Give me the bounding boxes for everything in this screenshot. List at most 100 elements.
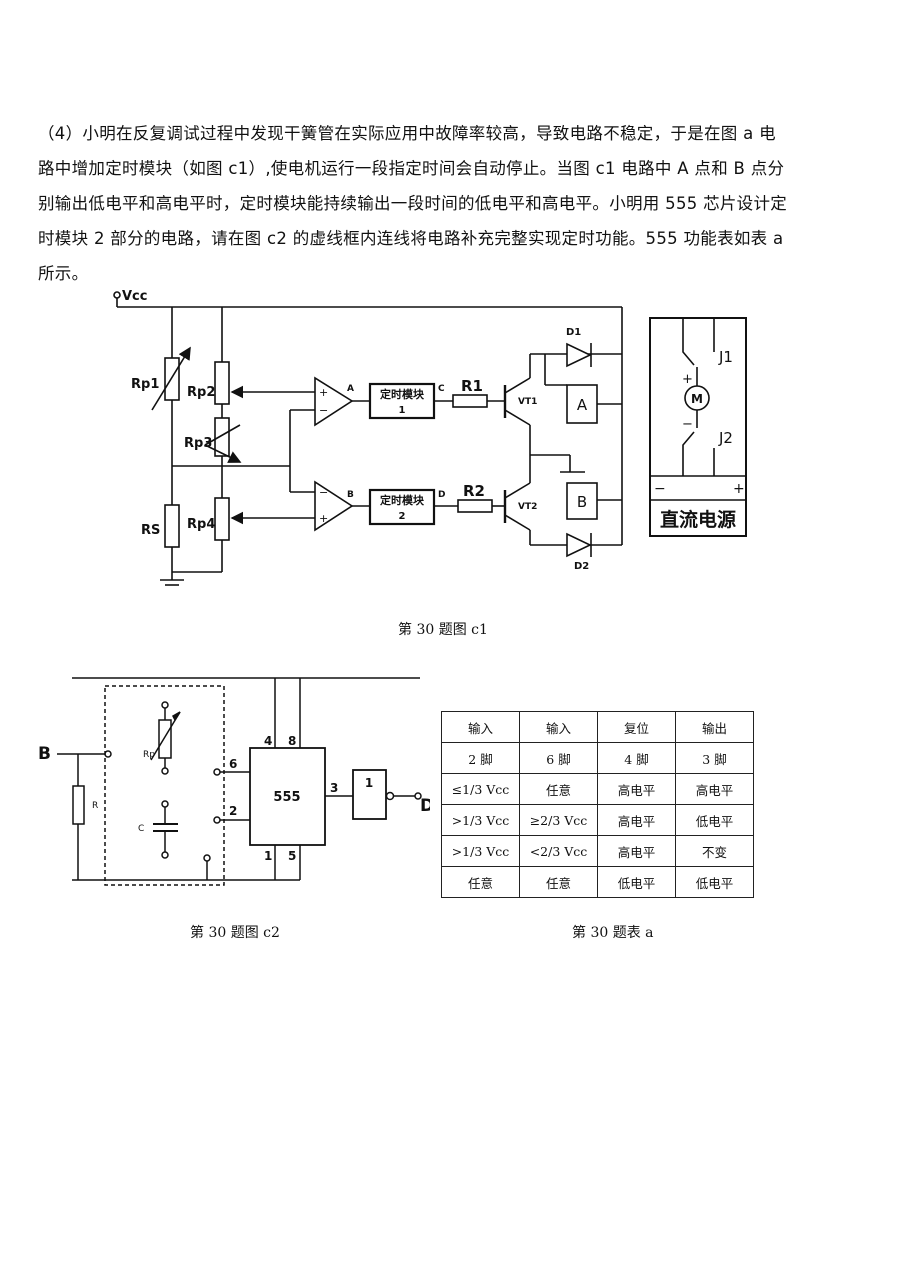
table-cell: 4 脚 [597, 742, 676, 774]
comparator-b-plus: + [319, 512, 328, 525]
point-d-label: D [438, 490, 445, 500]
table-header-cell: 复位 [597, 711, 676, 743]
table-cell: 高电平 [675, 773, 754, 805]
rp1-resistor [164, 357, 180, 401]
pin-4-label: 4 [264, 734, 272, 748]
pin-1-label: 1 [264, 849, 272, 863]
vcc-label: Vcc [122, 289, 147, 304]
table-cell: >1/3 Vcc [441, 835, 520, 867]
chip-555-label: 555 [273, 790, 300, 805]
rp4-label: Rp4 [187, 517, 215, 532]
rp4-resistor [214, 497, 230, 541]
rp1-label: Rp1 [131, 377, 159, 392]
c2-rp-label: Rp [143, 750, 155, 760]
rs-resistor [164, 504, 180, 548]
power-source-label: 直流电源 [660, 508, 736, 531]
rp2-label: Rp2 [187, 385, 215, 400]
timer1-number: 1 [399, 405, 406, 416]
j2-label: J2 [718, 429, 733, 447]
question-line: 路中增加定时模块（如图 c1）,使电机运行一段指定时间会自动停止。当图 c1 电… [38, 159, 785, 178]
r-resistor [72, 785, 85, 825]
comparator-b-minus: − [319, 486, 328, 499]
power-minus-label: − [654, 481, 666, 497]
table-row: 任意 任意 低电平 低电平 [441, 866, 754, 898]
motor-plus-label: + [682, 372, 693, 387]
circuit-figure-c1: Vcc Rp1 Rp2 Rp3 Rp4 RS A B C D + − − + 定… [113, 289, 747, 586]
table-cell: 任意 [441, 866, 520, 898]
question-line: 时模块 2 部分的电路，请在图 c2 的虚线框内连线将电路补充完整实现定时功能。… [38, 229, 784, 248]
comparator-b [314, 480, 354, 532]
timer2-label: 定时模块 [380, 493, 425, 507]
relay-b-label: B [577, 493, 587, 511]
table-cell: <2/3 Vcc [519, 835, 598, 867]
figure-c1-caption: 第 30 题图 c1 [398, 622, 488, 638]
table-cell: 任意 [519, 866, 598, 898]
c2-c-label: C [138, 824, 144, 834]
motor-label: M [691, 392, 703, 406]
table-a-caption: 第 30 题表 a [572, 925, 654, 941]
function-table-555: 输入 输入 复位 输出 2 脚 6 脚 4 脚 3 脚 ≤1/3 Vcc 任意 … [441, 711, 754, 898]
table-row: >1/3 Vcc ≥2/3 Vcc 高电平 低电平 [441, 804, 754, 836]
relay-a-label: A [577, 396, 588, 414]
power-plus-label: + [733, 481, 745, 497]
pin-6-label: 6 [229, 757, 237, 771]
table-cell: 2 脚 [441, 742, 520, 774]
timer-module-2 [368, 488, 436, 526]
r2-resistor [457, 499, 493, 513]
dashed-answer-box [104, 685, 225, 886]
question-line: 别输出低电平和高电平时，定时模块能持续输出一段时间的低电平和高电平。小明用 55… [38, 194, 788, 213]
table-cell: 低电平 [675, 804, 754, 836]
table-cell: >1/3 Vcc [441, 804, 520, 836]
rp3-label: Rp3 [184, 436, 212, 451]
table-cell: 3 脚 [675, 742, 754, 774]
d1-label: D1 [566, 327, 581, 338]
table-row: ≤1/3 Vcc 任意 高电平 高电平 [441, 773, 754, 805]
not-gate [352, 769, 387, 820]
table-row: 2 脚 6 脚 4 脚 3 脚 [441, 742, 754, 774]
power-box [649, 317, 747, 537]
table-cell: 高电平 [597, 835, 676, 867]
table-cell: 高电平 [597, 804, 676, 836]
point-a-label: A [347, 384, 354, 394]
timer1-label: 定时模块 [380, 387, 425, 401]
pin-3-label: 3 [330, 781, 338, 795]
rs-label: RS [141, 523, 160, 538]
c2-d-label: D [420, 796, 430, 816]
vt2-label: VT2 [518, 502, 537, 512]
motor-minus-label: − [682, 417, 693, 432]
question-line: 所示。 [38, 264, 89, 283]
j1-label: J1 [718, 348, 733, 366]
not-gate-label: 1 [365, 776, 373, 790]
rp2-resistor [214, 361, 230, 405]
table-cell: 低电平 [675, 866, 754, 898]
rp-resistor [158, 719, 172, 759]
table-row: >1/3 Vcc <2/3 Vcc 高电平 不变 [441, 835, 754, 867]
relay-coil-b [566, 482, 598, 520]
c2-r-label: R [92, 801, 98, 811]
timer2-number: 2 [399, 511, 406, 522]
table-header-cell: 输出 [675, 711, 754, 743]
comparator-a-minus: + [319, 386, 328, 399]
vt1-label: VT1 [518, 397, 537, 407]
table-cell: 低电平 [597, 866, 676, 898]
r1-label: R1 [461, 377, 483, 395]
table-cell: 任意 [519, 773, 598, 805]
point-b-label: B [347, 490, 354, 500]
figure-c2-caption: 第 30 题图 c2 [190, 925, 280, 941]
table-header-row: 输入 输入 复位 输出 [441, 711, 754, 743]
table-cell: ≤1/3 Vcc [441, 773, 520, 805]
d2-label: D2 [574, 561, 589, 572]
table-header-cell: 输入 [519, 711, 598, 743]
r1-resistor [452, 394, 488, 408]
table-cell: 6 脚 [519, 742, 598, 774]
pin-2-label: 2 [229, 804, 237, 818]
question-paragraph: （4）小明在反复调试过程中发现干簧管在实际应用中故障率较高，导致电路不稳定，于是… [38, 116, 828, 291]
comparator-a [314, 376, 354, 427]
pin-8-label: 8 [288, 734, 296, 748]
point-c-label: C [438, 384, 445, 394]
r2-label: R2 [463, 482, 485, 500]
pin-5-label: 5 [288, 849, 296, 863]
table-cell: 不变 [675, 835, 754, 867]
circuit-figure-c2: B R Rp C 555 4 8 6 2 3 1 5 1 D [38, 677, 430, 886]
table-cell: 高电平 [597, 773, 676, 805]
